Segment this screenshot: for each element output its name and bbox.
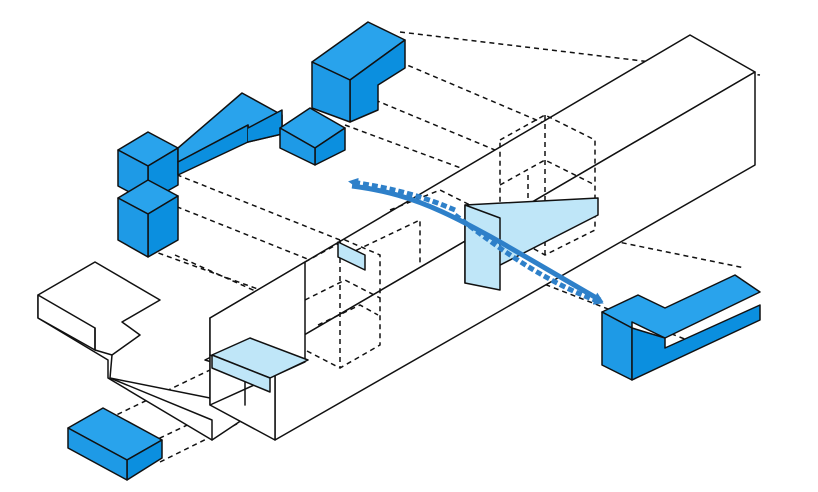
blue-mass-north-bar <box>177 92 283 176</box>
arrow-northwest <box>348 177 456 213</box>
arrow-solid-curve <box>351 183 604 303</box>
glass-podium-front <box>211 354 271 393</box>
blue-mass-north-block <box>279 21 406 166</box>
blue-mass-south-slab <box>67 407 163 481</box>
blue-mass-left-tower <box>117 131 179 258</box>
blue-mass-east-l <box>601 274 761 381</box>
circulation-arrows <box>348 177 604 305</box>
